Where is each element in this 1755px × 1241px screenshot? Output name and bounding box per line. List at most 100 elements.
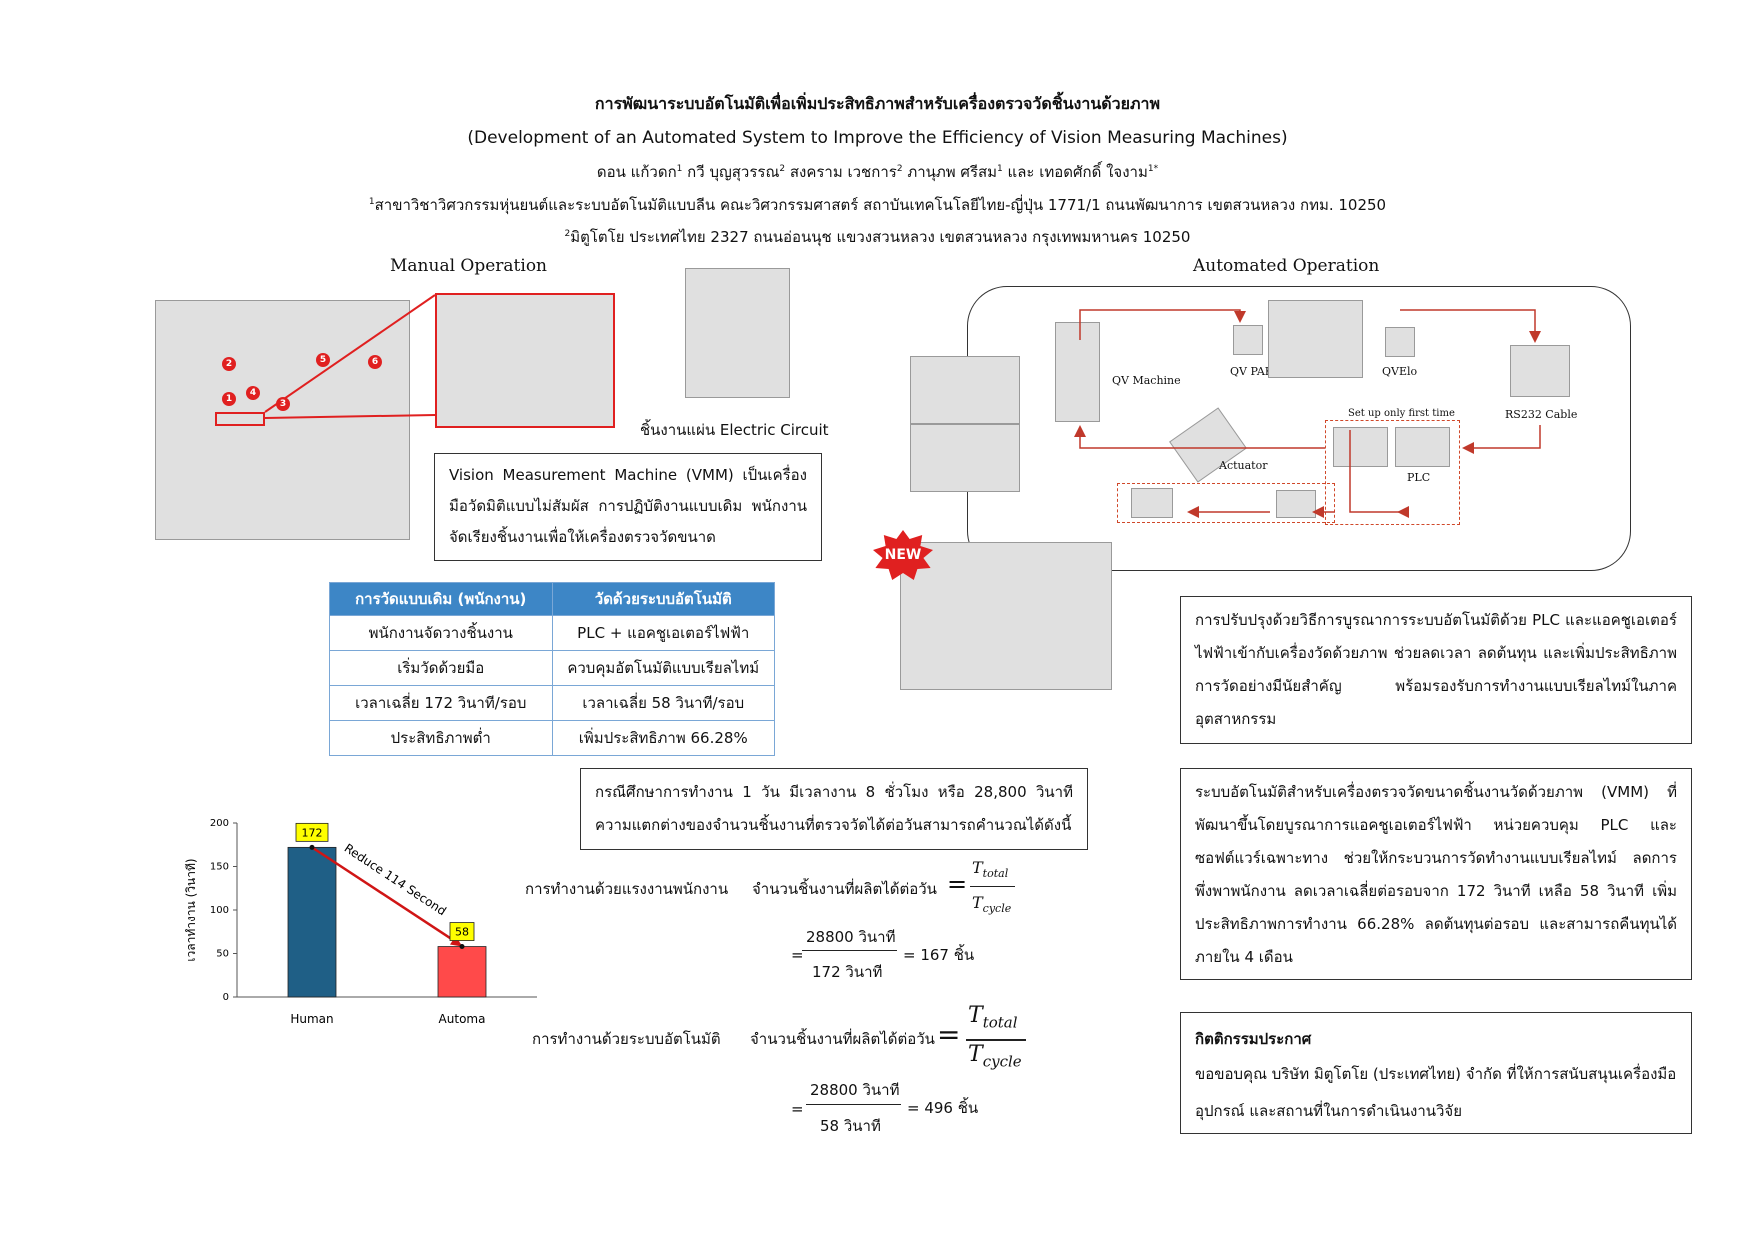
y-tick-label: 0 — [223, 992, 229, 1003]
affiliation-2-text: มิตูโตโย ประเทศไทย 2327 ถนนอ่อนนุช แขวงส… — [570, 228, 1191, 246]
eq-auto-fraction-line — [966, 1039, 1026, 1041]
t-symbol: T — [968, 1003, 983, 1028]
qv-machine-label: QV Machine — [1112, 374, 1181, 387]
bullet-1: 1 — [222, 392, 236, 406]
bullet-6: 6 — [368, 355, 382, 369]
affiliation-1-mark: 1 — [368, 197, 375, 207]
new-setup-photo — [900, 542, 1112, 690]
vmm-description-box: Vision Measurement Machine (VMM) เป็นเคร… — [434, 453, 822, 561]
table-row: พนักงานจัดวางชิ้นงาน PLC + แอคชูเอเตอร์ไ… — [329, 615, 775, 651]
affiliation-2-mark: 2 — [564, 229, 571, 239]
y-tick-label: 200 — [210, 818, 229, 829]
pc-workstation-icon — [1268, 300, 1363, 378]
software-screen-icon — [1333, 427, 1388, 467]
table-row: ประสิทธิภาพต่ำ เพิ่มประสิทธิภาพ 66.28% — [329, 720, 775, 756]
eq-human-tcycle: Tcycle — [972, 893, 1011, 915]
reduction-arrow-head — [450, 935, 462, 947]
eq-auto-equals: = — [937, 1018, 961, 1051]
eq-auto-denominator: 58 วินาที — [820, 1117, 881, 1135]
table-row: เวลาเฉลี่ย 172 วินาที/รอบ เวลาเฉลี่ย 58 … — [329, 685, 775, 721]
table-cell: พนักงานจัดวางชิ้นงาน — [329, 615, 553, 651]
qv-pak-label: QV PAK — [1230, 365, 1274, 378]
t-symbol: T — [972, 858, 983, 877]
eq-human-fraction-line — [970, 886, 1015, 887]
table-row: เริ่มวัดด้วยมือ ควบคุมอัตโนมัติแบบเรียลไ… — [329, 650, 775, 686]
rs232-cable-icon — [1510, 345, 1570, 397]
plc-label: PLC — [1407, 471, 1431, 484]
table-cell: เพิ่มประสิทธิภาพ 66.28% — [551, 720, 775, 756]
eq-auto-equals-2: = — [791, 1100, 804, 1118]
setup-photo-2 — [910, 424, 1020, 492]
case-study-box: กรณีศึกษาการทำงาน 1 วัน มีเวลางาน 8 ชั่ว… — [580, 768, 1088, 850]
data-label: 58 — [455, 926, 469, 939]
author-4: ภานุภพ ศรีสม — [902, 163, 998, 181]
acknowledgement-title: กิตติกรรมประกาศ — [1195, 1030, 1312, 1048]
author-2: กวี บุญสุวรรณ — [682, 163, 780, 181]
circuit-board-photo — [685, 268, 790, 398]
bar — [437, 946, 487, 998]
reduction-arrow-line — [311, 846, 461, 946]
y-tick-label: 50 — [216, 949, 229, 960]
subscript-cycle: cycle — [982, 902, 1012, 916]
vmm-machine-photo — [155, 300, 410, 540]
eq-human-perday: จำนวนชิ้นงานที่ผลิตได้ต่อวัน — [752, 880, 937, 898]
affiliation-1-text: สาขาวิชาวิศวกรรมหุ่นยนต์และระบบอัตโนมัติ… — [374, 196, 1387, 214]
y-axis-title: เวลาทำงาน (วินาที) — [184, 858, 198, 961]
author-1-affil: 1 — [676, 164, 683, 174]
plc-unit-icon — [1395, 427, 1450, 467]
header-automatic: วัดด้วยระบบอัตโนมัติ — [551, 582, 775, 616]
summary-box-2: ระบบอัตโนมัติสำหรับเครื่องตรวจวัดขนาดชิ้… — [1180, 768, 1692, 980]
header-manual: การวัดแบบเดิม (พนักงาน) — [329, 582, 553, 616]
reduction-annotation: Reduce 114 Second — [342, 841, 449, 918]
author-3-affil: 2 — [896, 164, 903, 174]
data-label-box — [449, 922, 475, 941]
eq-human-ttotal: Ttotal — [972, 858, 1008, 880]
table-header-row: การวัดแบบเดิม (พนักงาน) วัดด้วยระบบอัตโน… — [329, 582, 775, 616]
author-1: ดอน แก้วดก — [596, 163, 677, 181]
bar — [287, 846, 337, 998]
eq-auto-ttotal: Ttotal — [968, 1003, 1018, 1031]
diagram-arrows — [1074, 309, 1541, 518]
circuit-caption: ชิ้นงานแผ่น Electric Circuit — [640, 421, 829, 439]
title-english: (Development of an Automated System to I… — [467, 128, 1288, 148]
subscript-cycle: cycle — [982, 1052, 1022, 1071]
author-5-affil: 1* — [1147, 164, 1159, 174]
authors-line: ดอน แก้วดก1 กวี บุญสุวรรณ 2 สงคราม เวชการ… — [0, 160, 1755, 184]
affiliation-2: 2มิตูโตโย ประเทศไทย 2327 ถนนอ่อนนุช แขวง… — [0, 225, 1755, 249]
laptop-dashed-box — [1117, 483, 1335, 523]
acknowledgement-box: กิตติกรรมประกาศ ขอขอบคุณ บริษัท มิตูโตโย… — [1180, 1012, 1692, 1134]
manual-operation-label: Manual Operation — [390, 256, 548, 276]
eq-human-label: การทำงานด้วยแรงงานพนักงาน — [525, 880, 729, 898]
title-thai: การพัฒนาระบบอัตโนมัติเพื่อเพิ่มประสิทธิภ… — [594, 94, 1161, 113]
setup-dashed-box — [1325, 420, 1460, 525]
t-symbol: T — [972, 893, 983, 912]
author-5: และ เทอดศักดิ์ ใจงาม — [1002, 163, 1148, 181]
bar-top-point — [459, 944, 465, 950]
author-3: สงคราม เวชการ — [785, 163, 897, 181]
subscript-total: total — [982, 1013, 1018, 1032]
qvelo-label: QVElo — [1382, 365, 1418, 378]
table-cell: เวลาเฉลี่ย 58 วินาที/รอบ — [551, 685, 775, 721]
eq-human-equals: = — [947, 870, 968, 898]
setup-once-label: Set up only first time — [1348, 408, 1455, 419]
comparison-table: การวัดแบบเดิม (พนักงาน) วัดด้วยระบบอัตโน… — [329, 582, 775, 756]
table-cell: ควบคุมอัตโนมัติแบบเรียลไทม์ — [551, 650, 775, 686]
eq-human-numerator: 28800 วินาที — [806, 928, 896, 946]
qv-machine-icon — [1055, 322, 1100, 422]
bullet-2: 2 — [222, 357, 236, 371]
table-cell: ประสิทธิภาพต่ำ — [329, 720, 553, 756]
usb-cable-icon — [1276, 490, 1316, 518]
bullet-3: 3 — [276, 397, 290, 411]
subscript-total: total — [982, 867, 1009, 881]
actuator-label: Actuator — [1219, 459, 1268, 472]
hand-placement-photo — [435, 293, 615, 428]
laptop-icon — [1131, 488, 1173, 518]
bar-top-point — [309, 844, 315, 850]
qvelo-icon — [1385, 327, 1415, 357]
eq-auto-fraction-line-2 — [806, 1104, 901, 1105]
automated-operation-label: Automated Operation — [1193, 256, 1380, 276]
y-tick-label: 150 — [210, 862, 229, 873]
y-tick-label: 100 — [210, 905, 229, 916]
t-symbol: T — [968, 1042, 983, 1067]
